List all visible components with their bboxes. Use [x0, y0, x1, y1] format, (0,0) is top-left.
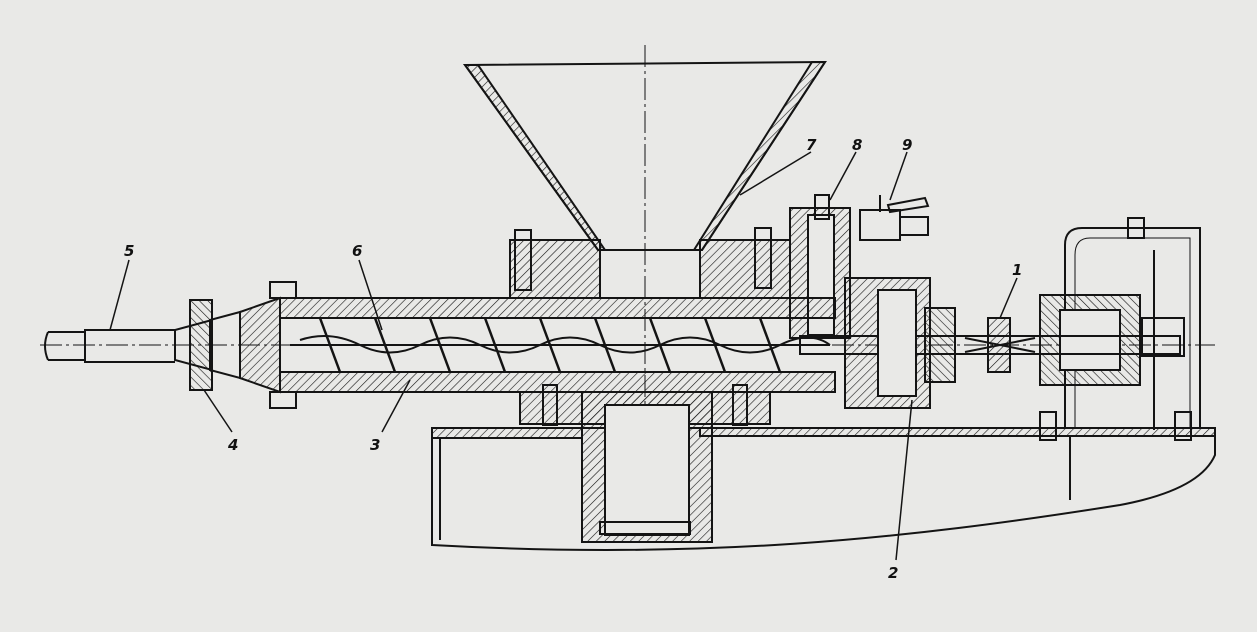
gearbox-housing: [1039, 217, 1201, 441]
feed-housing: [509, 239, 791, 299]
base-frame: [431, 427, 1216, 552]
label-part-4: 4: [227, 436, 238, 454]
screw: [290, 317, 831, 373]
bottom-outlet: [581, 391, 713, 543]
valve: [859, 195, 930, 241]
barrel: [279, 297, 836, 425]
label-part-3: 3: [370, 436, 380, 454]
bolts: [514, 227, 772, 426]
die-nut: [174, 299, 213, 391]
drive-pulley: [844, 277, 956, 409]
leader-lines: [109, 151, 1018, 561]
label-part-1: 1: [1012, 261, 1022, 279]
coupling: [964, 317, 1036, 373]
cone-head: [209, 281, 297, 409]
label-part-6: 6: [352, 242, 362, 260]
outlet-tube: [44, 329, 175, 363]
label-part-9: 9: [902, 136, 912, 154]
label-part-7: 7: [806, 136, 817, 154]
label-part-2: 2: [888, 564, 898, 582]
label-part-5: 5: [124, 242, 134, 260]
label-part-8: 8: [852, 136, 862, 154]
hopper: [463, 60, 827, 251]
